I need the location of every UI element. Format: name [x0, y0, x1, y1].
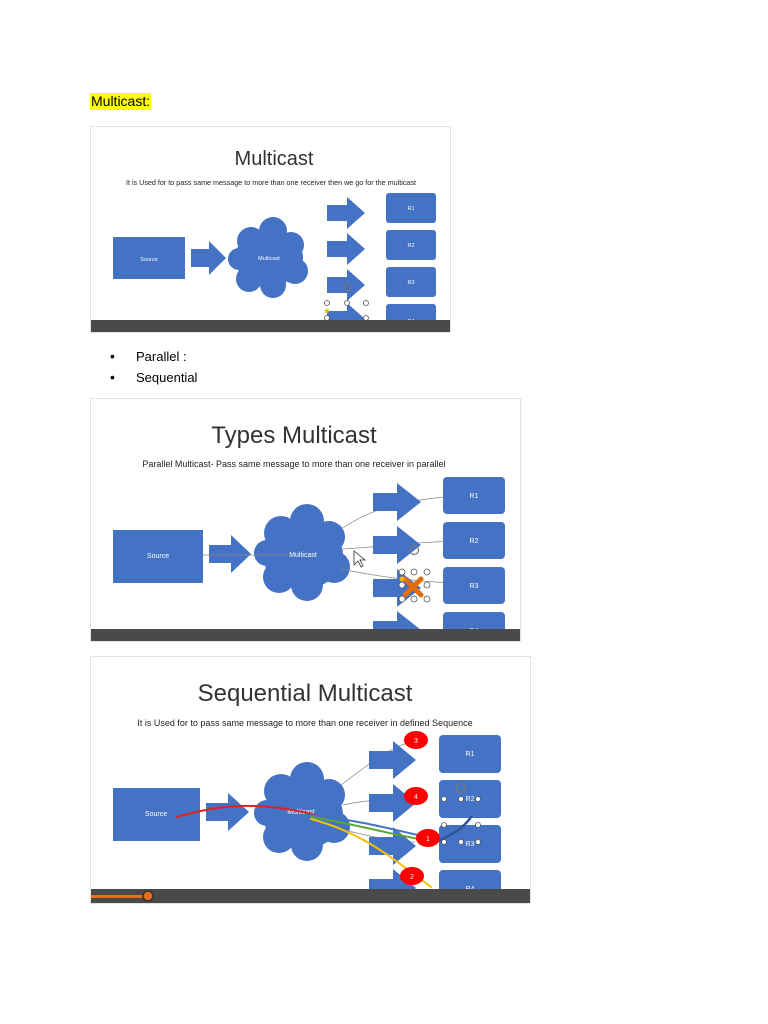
section-heading: Multicast:: [90, 93, 152, 110]
arrow: [369, 741, 416, 779]
video-scrubber-handle[interactable]: [142, 890, 154, 902]
receiver-label: R1: [470, 493, 479, 500]
source-label: Source: [145, 811, 167, 818]
receiver-box: [439, 735, 501, 773]
svg-text:1: 1: [426, 836, 430, 843]
arrow: [327, 269, 365, 301]
cloud-label: Multicast: [289, 552, 317, 559]
sequence-marker: 3: [404, 731, 428, 749]
slide-screenshot-sequential-multicast: Sequential Multicast It is Used for to p…: [90, 656, 531, 904]
delete-x-icon: [402, 576, 424, 598]
slide-title: Sequential Multicast: [198, 680, 413, 707]
bullet-item-parallel: Parallel :: [110, 346, 197, 367]
video-player-bar[interactable]: [91, 629, 520, 641]
cursor-icon: [353, 550, 367, 568]
receiver-label: R2: [470, 538, 479, 545]
receiver-box: [386, 267, 436, 297]
svg-text:2: 2: [410, 874, 414, 881]
bullet-list: Parallel : Sequential: [110, 346, 197, 388]
source-box: [113, 237, 185, 279]
arrow: [206, 793, 249, 831]
selection-handles: [441, 796, 481, 845]
multicast-cloud: [254, 504, 350, 601]
receiver-box: [443, 477, 505, 514]
slide-subtitle: It is Used for to pass same message to m…: [137, 718, 472, 728]
sequence-marker: 2: [400, 867, 424, 885]
sequence-marker: 1: [416, 829, 440, 847]
source-label: Source: [140, 257, 157, 263]
receiver-box: [443, 567, 505, 604]
video-player-bar[interactable]: [91, 320, 450, 332]
slide-screenshot-multicast: Multicast It is Used for to pass same me…: [90, 126, 451, 333]
arrow: [373, 569, 421, 607]
source-label: Source: [147, 553, 169, 560]
slide-subtitle: It is Used for to pass same message to m…: [126, 178, 416, 187]
arrow: [327, 197, 365, 229]
multicast-cloud: [228, 217, 308, 298]
svg-text:3: 3: [414, 738, 418, 745]
receiver-label: R1: [466, 751, 475, 758]
source-box: [113, 530, 203, 583]
cloud-label: Multicast: [258, 256, 280, 262]
receiver-label: R3: [407, 280, 414, 286]
receiver-label: R2: [466, 796, 475, 803]
receiver-box: [439, 825, 501, 863]
receiver-box: [386, 230, 436, 260]
receiver-box: [443, 522, 505, 559]
selection-handles: [398, 568, 431, 603]
slide-subtitle: Parallel Multicast- Pass same message to…: [142, 459, 445, 469]
receiver-label: R2: [407, 243, 414, 249]
video-progress[interactable]: [91, 895, 147, 898]
arrow: [327, 233, 365, 265]
sequence-marker: 4: [404, 787, 428, 805]
receiver-label: R3: [470, 583, 479, 590]
slide-screenshot-types-multicast: Types Multicast Parallel Multicast- Pass…: [90, 398, 521, 642]
arrow: [373, 526, 421, 564]
arrow: [191, 241, 226, 275]
arrow: [209, 535, 251, 573]
receiver-box: [386, 193, 436, 223]
slide-title: Types Multicast: [211, 422, 377, 449]
svg-text:4: 4: [414, 794, 418, 801]
slide-title: Multicast: [235, 148, 314, 170]
receiver-label: R1: [407, 206, 414, 212]
arrow: [369, 784, 416, 822]
receiver-label: R3: [466, 841, 475, 848]
bullet-item-sequential: Sequential: [110, 367, 197, 388]
receiver-box: [439, 780, 501, 818]
arrow: [373, 483, 421, 521]
video-player-bar[interactable]: [91, 889, 530, 903]
